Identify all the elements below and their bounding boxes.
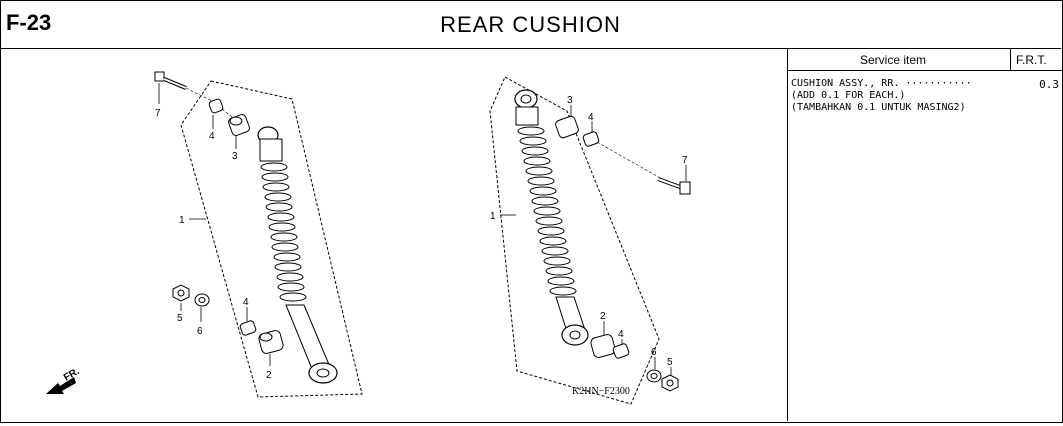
right-callout-7: 7 — [682, 155, 688, 166]
right-callout-6: 6 — [651, 347, 657, 358]
bolt-7-left — [154, 71, 213, 102]
right-callout-5: 5 — [667, 357, 673, 368]
frt-header: F.R.T. — [1016, 53, 1047, 67]
left-callout-1: 1 — [179, 215, 185, 226]
nut-5-left — [172, 284, 190, 302]
page-title: REAR CUSHION — [440, 12, 621, 37]
left-callout-2: 2 — [266, 370, 272, 381]
left-callout-4-top: 4 — [209, 131, 215, 142]
frt-value: 0.3 — [1039, 78, 1059, 91]
washer-6-right — [646, 369, 662, 383]
right-callout-2: 2 — [600, 311, 606, 322]
service-note-id: (TAMBAHKAN 0.1 UNTUK MASING2) — [791, 102, 966, 113]
right-callout-4-bottom: 4 — [618, 329, 624, 340]
right-group-outline — [489, 76, 660, 405]
service-panel: Service item F.R.T. CUSHION ASSY., RR. ·… — [787, 49, 1062, 421]
collar-4-left-top — [208, 98, 233, 118]
right-leaders — [500, 105, 687, 376]
shock-absorber-right — [514, 89, 589, 346]
collar-4-right-bottom — [612, 343, 630, 359]
bush-3-right — [555, 115, 579, 139]
right-assembly: 3 4 7 1 2 4 6 5 — [489, 76, 691, 405]
front-label: FR. — [62, 366, 82, 384]
left-callout-7: 7 — [155, 108, 161, 119]
service-table-header: Service item F.R.T. — [788, 49, 1062, 71]
drawing-code: K2HN−F2300 — [572, 386, 630, 397]
right-callout-1: 1 — [490, 211, 496, 222]
left-callout-4-bottom: 4 — [243, 297, 249, 308]
exploded-view-svg: 7 4 3 1 5 6 4 2 FR. — [46, 71, 691, 405]
page-code: F-23 — [6, 10, 52, 35]
bush-2-left — [258, 330, 284, 354]
header-divider — [1010, 49, 1011, 70]
nut-5-right — [661, 374, 679, 392]
left-group-outline — [180, 80, 363, 398]
bush-2-right — [590, 334, 616, 358]
collar-4-right-top — [582, 131, 663, 180]
bush-3-left — [228, 114, 250, 136]
left-callout-3: 3 — [232, 151, 238, 162]
left-leaders — [158, 83, 271, 366]
front-arrow-icon — [46, 377, 76, 394]
right-callout-3: 3 — [567, 95, 573, 106]
shock-absorber-left — [257, 126, 338, 384]
service-note-en: (ADD 0.1 FOR EACH.) — [791, 90, 906, 101]
front-direction-indicator: FR. — [46, 366, 82, 394]
bolt-7-right — [657, 177, 691, 195]
washer-6-left — [194, 293, 210, 307]
collar-4-left-bottom — [239, 320, 257, 336]
left-callout-6: 6 — [197, 326, 203, 337]
service-item-header: Service item — [860, 53, 927, 67]
left-callout-5: 5 — [177, 313, 183, 324]
right-callout-4-top: 4 — [588, 112, 594, 123]
left-assembly: 7 4 3 1 5 6 4 2 — [154, 71, 363, 398]
parts-diagram: 7 4 3 1 5 6 4 2 FR. — [0, 49, 787, 421]
page-header: F-23 REAR CUSHION — [0, 0, 1061, 49]
service-item-line: CUSHION ASSY., RR. ··········· — [791, 78, 972, 89]
